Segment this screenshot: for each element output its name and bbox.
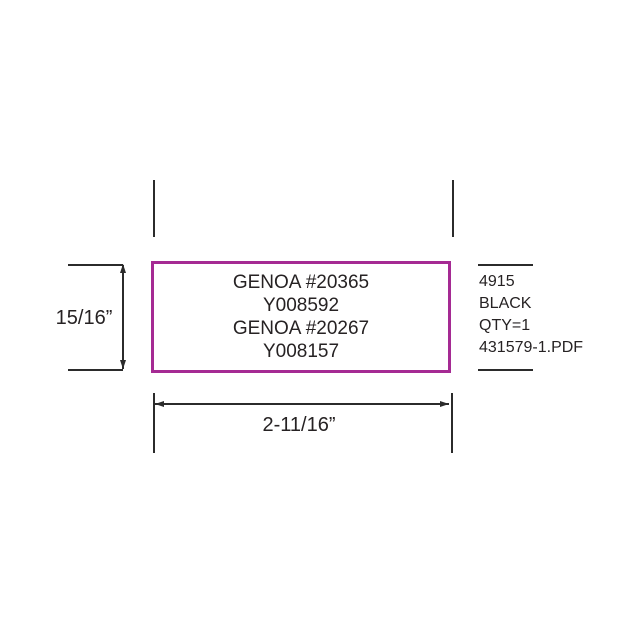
width-dim-arrow-left-icon — [155, 401, 164, 407]
height-dim-bottom-tick — [68, 369, 123, 371]
height-dimension-line — [122, 265, 124, 369]
label-text-line-3: GENOA #20267 — [232, 318, 370, 339]
spec-top-tick — [478, 264, 533, 266]
height-dimension-label: 15/16” — [55, 307, 113, 329]
top-right-extension-line — [452, 180, 454, 237]
label-die-cut-box: GENOA #20365 Y008592 GENOA #20267 Y00815… — [151, 261, 451, 373]
label-text-line-4: Y008157 — [262, 341, 340, 362]
width-dimension-label: 2-11/16” — [262, 414, 336, 436]
width-dim-arrow-right-icon — [440, 401, 449, 407]
top-left-extension-line — [153, 180, 155, 237]
spec-filename: 431579-1.PDF — [479, 339, 584, 356]
spec-bottom-tick — [478, 369, 533, 371]
width-dim-left-extension-line — [153, 393, 155, 453]
spec-part-number: 4915 — [479, 273, 515, 290]
height-dim-arrow-down-icon — [120, 360, 126, 369]
label-text-line-2: Y008592 — [262, 295, 340, 316]
label-text-line-1: GENOA #20365 — [232, 272, 370, 293]
width-dimension-line — [155, 403, 449, 405]
height-dim-top-tick — [68, 264, 123, 266]
spec-quantity: QTY=1 — [479, 317, 531, 334]
spec-ink-color: BLACK — [479, 295, 532, 312]
width-dim-right-extension-line — [451, 393, 453, 453]
spec-block: 4915 BLACK QTY=1 431579-1.PDF — [479, 271, 583, 359]
height-dim-arrow-up-icon — [120, 264, 126, 273]
